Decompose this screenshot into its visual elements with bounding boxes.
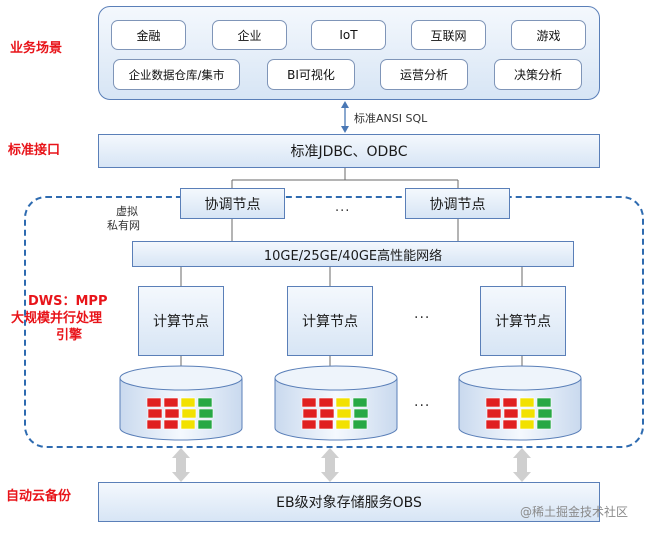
label-auto-cloud-backup: 自动云备份 — [6, 489, 72, 504]
scenario-bi-visualization: BI可视化 — [267, 59, 355, 90]
disk-3-data-block — [536, 397, 552, 408]
obs-storage-bar: EB级对象存储服务OBS — [98, 482, 600, 522]
coordinator-node-1: 协调节点 — [180, 188, 285, 219]
compute-node-3: 计算节点 — [480, 286, 566, 356]
backup-arrow-1 — [172, 448, 190, 482]
label-standard-interface: 标准接口 — [8, 143, 61, 158]
disk-3-data-block — [520, 408, 536, 419]
disk-1-data-block — [146, 419, 162, 430]
label-dws-line3: 引擎 — [56, 328, 83, 343]
scenario-data-warehouse: 企业数据仓库/集市 — [113, 59, 240, 90]
disk-3-data-block — [485, 419, 501, 430]
label-vpc-line2: 私有网 — [107, 219, 140, 232]
scenario-decision-analysis: 决策分析 — [494, 59, 582, 90]
storage-ellipsis: ··· — [414, 398, 431, 414]
disk-3-data-block — [486, 408, 502, 419]
watermark: @稀土掘金技术社区 — [520, 505, 629, 519]
label-vpc-line1: 虚拟 — [116, 205, 138, 218]
disk-3-data-block — [519, 397, 535, 408]
scenario-internet: 互联网 — [411, 20, 486, 50]
scenario-enterprise: 企业 — [212, 20, 287, 50]
label-dws-line2: 大规模并行处理 — [11, 311, 103, 326]
disk-2-data-block — [301, 419, 317, 430]
compute-node-2: 计算节点 — [287, 286, 373, 356]
scenario-gaming: 游戏 — [511, 20, 586, 50]
disk-3-data-block — [502, 419, 518, 430]
scenario-finance: 金融 — [111, 20, 186, 50]
disk-3-data-block — [502, 397, 518, 408]
backup-arrow-3 — [513, 448, 531, 482]
disk-1-data-block — [197, 419, 213, 430]
label-dws-line1: DWS：MPP — [28, 294, 108, 309]
label-business-scenarios: 业务场景 — [10, 41, 63, 56]
compute-node-1: 计算节点 — [138, 286, 224, 356]
disk-1-data-block — [180, 397, 196, 408]
coordinator-node-2: 协调节点 — [405, 188, 510, 219]
disk-1-data-block — [197, 397, 213, 408]
disk-1-data-block — [181, 408, 197, 419]
disk-3-data-block — [503, 408, 519, 419]
disk-1-data-block — [163, 419, 179, 430]
disk-3-data-block — [537, 408, 553, 419]
dws-mpp-region — [24, 196, 644, 448]
scenario-iot: IoT — [311, 20, 386, 50]
disk-3-data-block — [485, 397, 501, 408]
disk-1-data-block — [198, 408, 214, 419]
disk-2-data-block — [352, 397, 368, 408]
disk-3-data-block — [536, 419, 552, 430]
disk-2-data-block — [301, 397, 317, 408]
disk-2-data-block — [319, 408, 335, 419]
disk-1-data-block — [147, 408, 163, 419]
disk-1-data-block — [146, 397, 162, 408]
disk-2-data-block — [318, 419, 334, 430]
coordinator-ellipsis: ... — [335, 200, 351, 215]
disk-1-data-block — [163, 397, 179, 408]
disk-2-data-block — [353, 408, 369, 419]
standard-jdbc-odbc-bar: 标准JDBC、ODBC — [98, 134, 600, 168]
disk-1-data-block — [164, 408, 180, 419]
disk-2-data-block — [352, 419, 368, 430]
label-standard-ansi-sql: 标准ANSI SQL — [354, 112, 428, 125]
disk-2-data-block — [302, 408, 318, 419]
disk-3-data-block — [519, 419, 535, 430]
disk-2-data-block — [318, 397, 334, 408]
disk-2-data-block — [335, 419, 351, 430]
disk-2-data-block — [336, 408, 352, 419]
high-performance-network-bar: 10GE/25GE/40GE高性能网络 — [132, 241, 574, 267]
scenario-operations-analysis: 运营分析 — [380, 59, 468, 90]
backup-arrow-2 — [321, 448, 339, 482]
disk-2-data-block — [335, 397, 351, 408]
compute-ellipsis: ··· — [414, 310, 431, 326]
disk-1-data-block — [180, 419, 196, 430]
